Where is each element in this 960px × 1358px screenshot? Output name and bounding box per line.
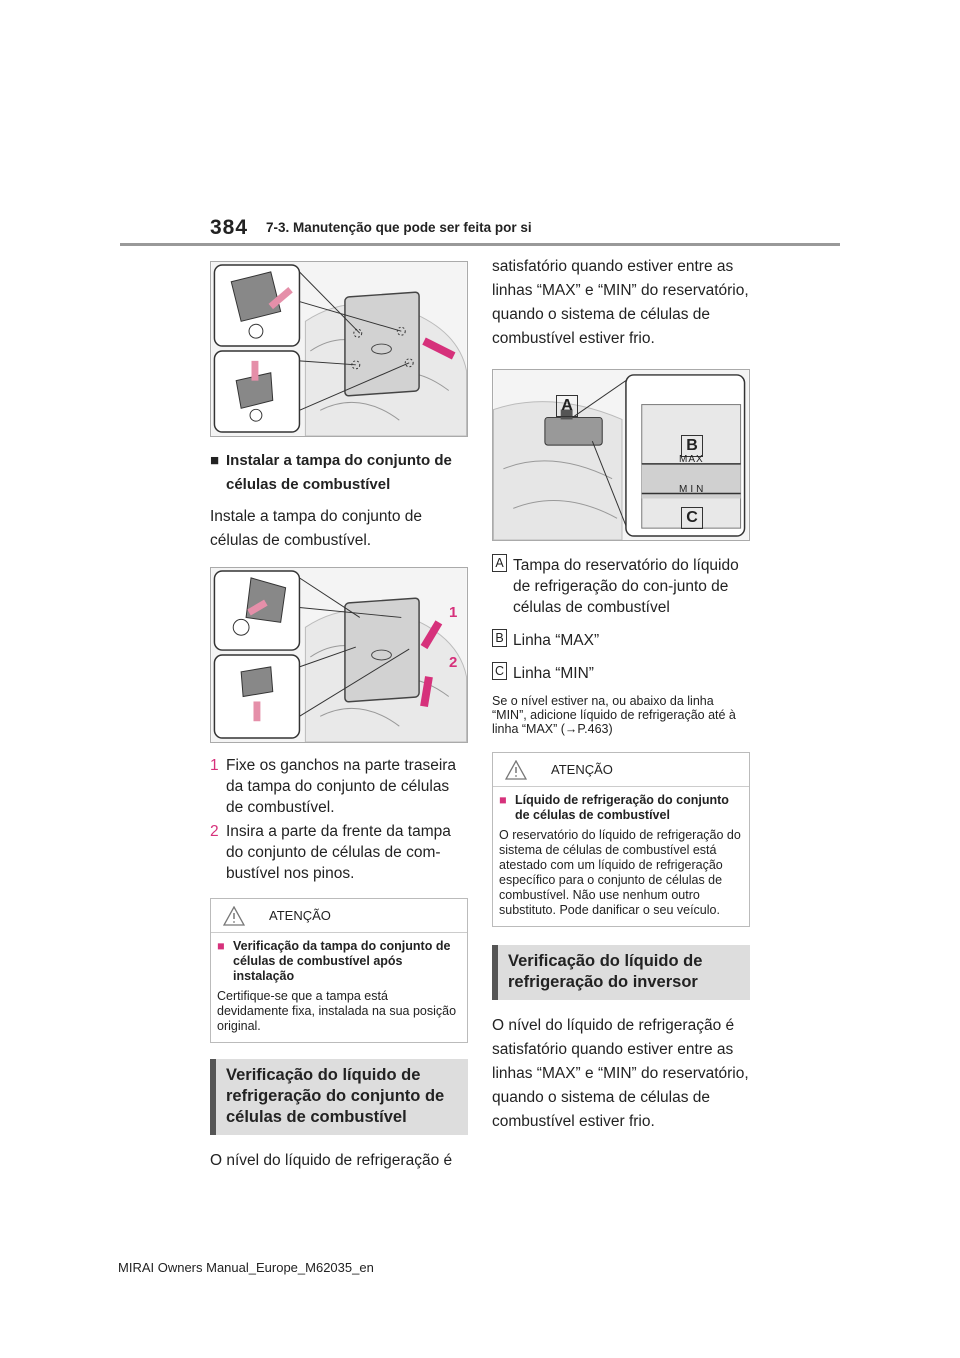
warning-triangle-icon	[505, 759, 527, 780]
figure-tag-a: A	[556, 395, 578, 417]
caution-header: ATENÇÃO	[211, 899, 467, 933]
figure-callout-1: 1	[449, 604, 458, 621]
caution-subhead: ■ Verificação da tampa do conjunto de cé…	[217, 939, 451, 983]
fuel-cell-cover-removal-illustration	[210, 261, 468, 437]
legend-item-a: A Tampa do reservatório do líquido de re…	[492, 553, 750, 618]
coolant-reservoir-illustration: A B MAX MIN C	[492, 369, 750, 541]
coolant-level-text: satisfatório quando estiver entre as lin…	[492, 258, 749, 347]
caution-box: ATENÇÃO ■ Verificação da tampa do conjun…	[210, 898, 468, 1043]
square-bullet-icon: ■	[217, 939, 225, 953]
coolant-check-text: O nível do líquido de refrigeração é	[210, 1152, 453, 1169]
coolant-check-section-title: Verificação do líquido de refrigeração d…	[210, 1059, 468, 1135]
left-column: ■ Instalar a tampa do conjunto de célula…	[210, 261, 468, 1173]
caution-subhead: ■ Líquido de refrigeração do conjunto de…	[499, 793, 729, 822]
warning-triangle-icon	[223, 905, 245, 926]
figure-tag-c: C	[681, 507, 703, 529]
header-divider	[120, 243, 840, 246]
section-title: 7-3. Manutenção que pode ser feita por s…	[266, 220, 532, 235]
install-cover-subhead: ■ Instalar a tampa do conjunto de célula…	[210, 449, 468, 497]
step-item: 2 Insira a parte da frente da tampa do c…	[210, 823, 451, 882]
caution-text: O reservatório do líquido de refrigeraçã…	[499, 828, 741, 917]
square-bullet-icon: ■	[210, 452, 220, 469]
figure-callout-2: 2	[449, 654, 458, 671]
figure-tag-b: B	[681, 435, 703, 457]
step-item: 1 Fixe os ganchos na parte traseira da t…	[210, 757, 457, 816]
inverter-coolant-section-title: Verificação do líquido de refrigeração d…	[492, 945, 750, 1000]
page-header: 384 7-3. Manutenção que pode ser feita p…	[210, 216, 532, 246]
caution-header: ATENÇÃO	[493, 753, 749, 787]
right-column: satisfatório quando estiver entre as lin…	[492, 255, 750, 1134]
page-number: 384	[210, 216, 249, 239]
legend-item-c: C Linha “MIN”	[492, 661, 750, 684]
min-line-label: MIN	[679, 484, 707, 495]
max-line-label: MAX	[679, 454, 704, 465]
refill-note: Se o nível estiver na, ou abaixo da linh…	[492, 694, 736, 736]
fuel-cell-cover-install-illustration: 1 2	[210, 567, 468, 743]
caution-box: ATENÇÃO ■ Líquido de refrigeração do con…	[492, 752, 750, 927]
inverter-coolant-text: O nível do líquido de refrigeração é sat…	[492, 1017, 749, 1130]
legend-item-b: B Linha “MAX”	[492, 628, 750, 651]
page-footer: MIRAI Owners Manual_Europe_M62035_en	[118, 1260, 374, 1275]
caution-text: Certifique-se que a tampa está devidamen…	[217, 989, 457, 1033]
square-bullet-icon: ■	[499, 793, 507, 807]
install-intro: Instale a tampa do conjunto de células d…	[210, 508, 422, 549]
install-steps: 1 Fixe os ganchos na parte traseira da t…	[210, 755, 468, 884]
